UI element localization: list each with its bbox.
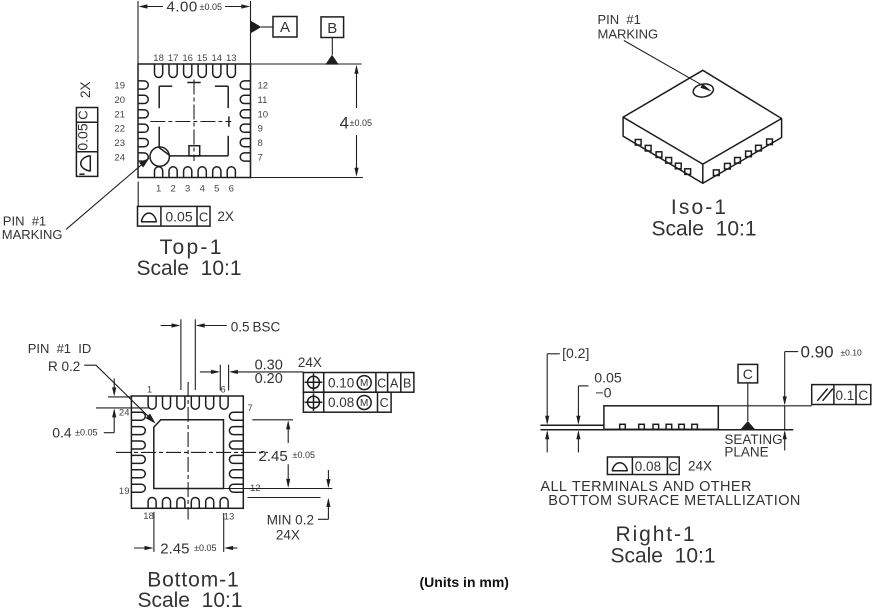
svg-text:23: 23 (114, 138, 125, 149)
svg-text:Scale 10:1: Scale 10:1 (136, 257, 241, 280)
svg-text:0.1: 0.1 (836, 388, 855, 403)
svg-text:12: 12 (258, 81, 269, 92)
svg-text:Bottom-1: Bottom-1 (147, 569, 239, 592)
svg-text:4.00: 4.00 (167, 0, 198, 16)
svg-text:MARKING: MARKING (2, 227, 63, 242)
svg-text:0.08: 0.08 (328, 395, 354, 410)
svg-text:15: 15 (197, 53, 208, 64)
svg-text:17: 17 (168, 53, 179, 64)
svg-text:19: 19 (119, 486, 130, 497)
svg-text:PIN #1: PIN #1 (3, 214, 46, 229)
svg-text:C: C (377, 376, 386, 390)
svg-text:±0.05: ±0.05 (75, 427, 97, 437)
svg-text:13: 13 (224, 512, 235, 523)
svg-text:±0.05: ±0.05 (194, 543, 216, 553)
svg-text:0.08: 0.08 (635, 459, 661, 474)
svg-text:2X: 2X (217, 209, 234, 224)
svg-text:2: 2 (170, 184, 175, 195)
svg-text:A: A (280, 19, 290, 36)
svg-text:24: 24 (114, 153, 125, 164)
svg-text:3: 3 (185, 184, 190, 195)
svg-text:±0.05: ±0.05 (293, 450, 315, 460)
svg-text:B: B (327, 20, 337, 37)
svg-text:−0: −0 (595, 386, 611, 402)
svg-text:MIN 0.2: MIN 0.2 (267, 513, 314, 528)
svg-text:[0.2]: [0.2] (562, 345, 589, 361)
svg-text:8: 8 (258, 138, 263, 149)
svg-text:18: 18 (153, 53, 164, 64)
svg-text:24X: 24X (688, 459, 712, 474)
svg-text:±0.05: ±0.05 (350, 118, 372, 128)
svg-text:6: 6 (220, 385, 225, 396)
svg-text:PIN #1: PIN #1 (598, 12, 641, 27)
svg-text:Right-1: Right-1 (616, 523, 697, 546)
svg-text:7: 7 (248, 403, 253, 414)
svg-text:4: 4 (200, 184, 205, 195)
svg-text:6: 6 (229, 184, 234, 195)
svg-text:5: 5 (214, 184, 219, 195)
svg-text:21: 21 (114, 109, 125, 120)
svg-text:16: 16 (182, 53, 193, 64)
svg-text:Top-1: Top-1 (160, 236, 224, 259)
svg-text:Iso-1: Iso-1 (671, 196, 728, 219)
svg-text:MARKING: MARKING (598, 27, 659, 42)
svg-text:BOTTOM SURACE METALLIZATION: BOTTOM SURACE METALLIZATION (548, 493, 801, 509)
svg-text:19: 19 (114, 81, 125, 92)
svg-text:BSC: BSC (253, 320, 281, 335)
svg-text:C: C (669, 459, 678, 474)
svg-text:0.05: 0.05 (75, 123, 91, 150)
svg-text:2.45: 2.45 (160, 541, 189, 558)
svg-text:0.90: 0.90 (801, 343, 834, 362)
svg-text:C: C (76, 110, 91, 119)
svg-text:(Units in mm): (Units in mm) (420, 574, 509, 590)
svg-text:C: C (380, 396, 389, 410)
svg-text:18: 18 (143, 511, 154, 522)
svg-text:C: C (743, 366, 753, 382)
svg-text:C: C (858, 388, 868, 403)
svg-text:0.05: 0.05 (165, 208, 192, 224)
svg-text:24X: 24X (298, 355, 322, 370)
svg-text:11: 11 (258, 95, 268, 106)
svg-text:M: M (360, 378, 368, 389)
svg-text:Scale 10:1: Scale 10:1 (137, 589, 242, 610)
svg-text:0.30: 0.30 (255, 358, 283, 374)
svg-text:24: 24 (119, 407, 130, 418)
svg-text:B: B (403, 376, 411, 390)
svg-text:M: M (360, 398, 368, 409)
svg-text:24X: 24X (276, 528, 300, 543)
svg-text:C: C (199, 209, 208, 224)
svg-text:SEATING: SEATING (724, 432, 782, 447)
svg-text:1: 1 (156, 184, 161, 195)
svg-text:0.10: 0.10 (328, 375, 354, 390)
svg-text:2X: 2X (78, 81, 93, 98)
svg-text:4: 4 (340, 114, 349, 133)
svg-text:A: A (390, 376, 399, 390)
svg-text:ALL TERMINALS AND OTHER: ALL TERMINALS AND OTHER (540, 479, 751, 495)
svg-text:0.05: 0.05 (594, 371, 622, 387)
svg-text:9: 9 (258, 124, 263, 135)
svg-text:22: 22 (114, 124, 125, 135)
svg-text:Scale 10:1: Scale 10:1 (651, 218, 756, 241)
svg-text:7: 7 (258, 153, 263, 164)
svg-text:13: 13 (226, 53, 237, 64)
svg-text:±0.10: ±0.10 (841, 348, 862, 358)
svg-text:2.45: 2.45 (259, 448, 288, 465)
svg-text:14: 14 (211, 53, 222, 64)
svg-text:±0.05: ±0.05 (200, 2, 222, 12)
svg-text:0.4: 0.4 (52, 425, 72, 441)
svg-text:PIN #1 ID: PIN #1 ID (28, 341, 92, 356)
svg-text:0.5: 0.5 (231, 320, 250, 335)
svg-text:0.20: 0.20 (255, 371, 283, 387)
svg-text:R 0.2: R 0.2 (48, 359, 80, 374)
svg-text:PLANE: PLANE (724, 445, 768, 460)
svg-text:10: 10 (258, 109, 269, 120)
svg-text:Scale 10:1: Scale 10:1 (610, 545, 715, 568)
svg-text:20: 20 (114, 95, 125, 106)
svg-text:1: 1 (147, 385, 152, 396)
